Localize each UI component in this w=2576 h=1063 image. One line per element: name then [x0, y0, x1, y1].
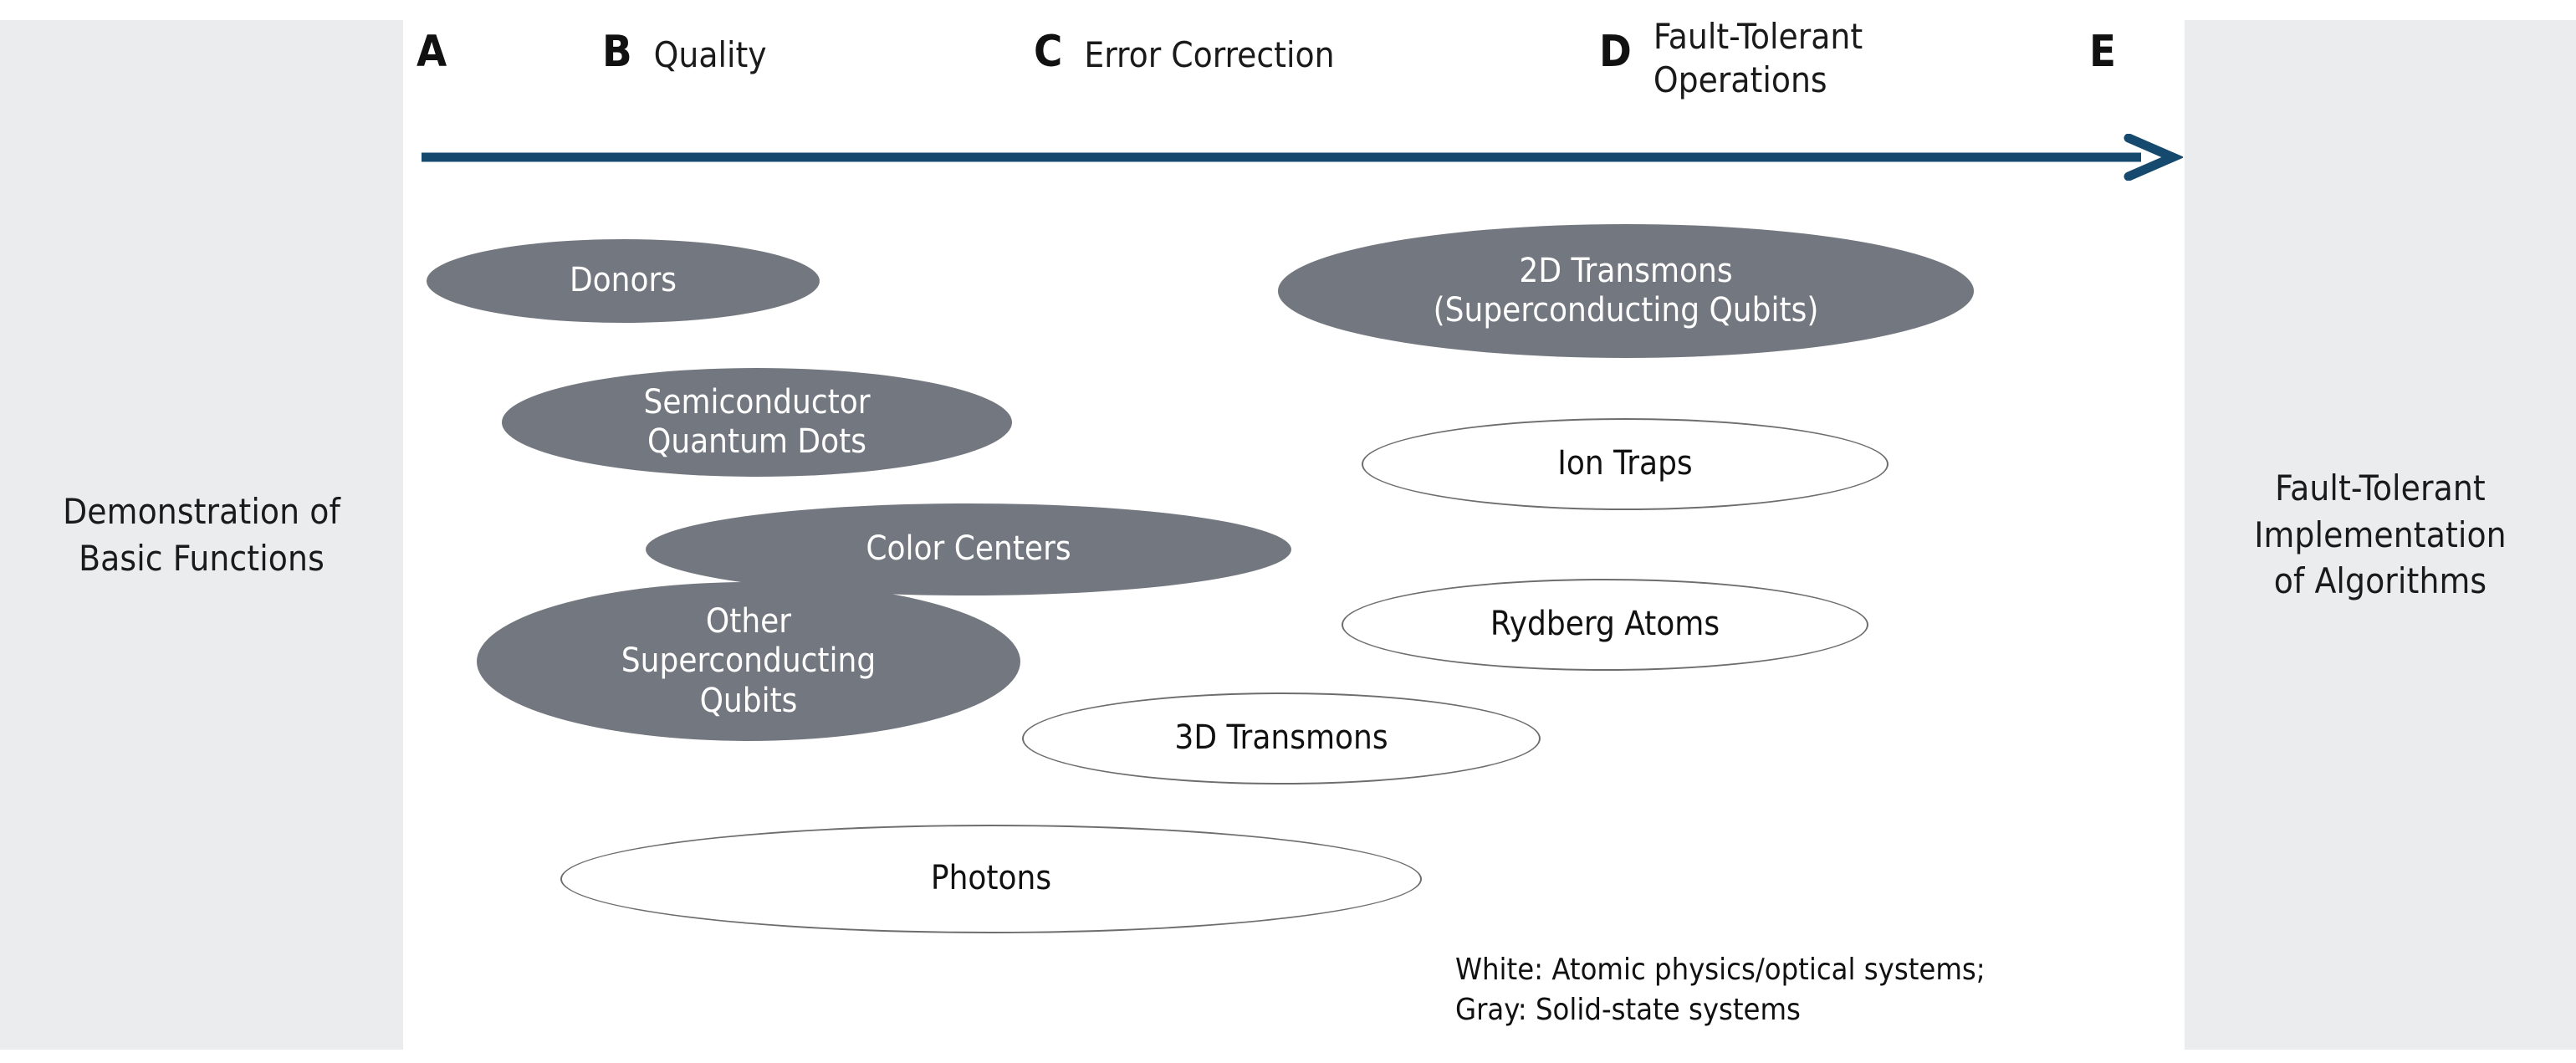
stage-marker-b: B Quality [602, 8, 767, 77]
bubble-rydberg-atoms-label: Rydberg Atoms [1490, 605, 1720, 644]
stage-letter-e: E [2089, 27, 2116, 77]
right-stage-panel: Fault-Tolerant Implementation of Algorit… [2185, 20, 2576, 1050]
right-stage-panel-text: Fault-Tolerant Implementation of Algorit… [2254, 468, 2507, 602]
stage-label-d: Fault-Tolerant Operations [1653, 16, 1863, 101]
legend: White: Atomic physics/optical systems; G… [1455, 953, 1986, 1027]
stage-label-a [447, 8, 468, 33]
stage-marker-c: C Error Correction [1034, 8, 1335, 77]
bubble-3d-transmons[interactable]: 3D Transmons [1022, 692, 1541, 784]
bubble-photons-label: Photons [930, 859, 1052, 898]
bubble-rydberg-atoms[interactable]: Rydberg Atoms [1342, 579, 1868, 671]
bubble-3d-transmons-label: 3D Transmons [1174, 718, 1388, 758]
stage-label-e [2116, 8, 2138, 33]
bubble-photons[interactable]: Photons [560, 825, 1422, 933]
stage-marker-a: A [417, 8, 468, 74]
stage-marker-e: E [2089, 8, 2138, 74]
bubble-2d-transmons-label: 2D Transmons (Superconducting Qubits) [1433, 251, 1819, 330]
stage-letter-b: B [602, 27, 632, 77]
stage-marker-d: D Fault-Tolerant Operations [1599, 8, 1863, 102]
bubble-semiconductor-quantum-dots-label: Semiconductor Quantum Dots [643, 382, 871, 461]
bubble-color-centers-label: Color Centers [866, 529, 1071, 569]
bubble-semiconductor-quantum-dots[interactable]: Semiconductor Quantum Dots [502, 368, 1012, 477]
bubble-color-centers[interactable]: Color Centers [646, 503, 1291, 595]
bubble-donors-label: Donors [569, 261, 677, 300]
bubble-2d-transmons[interactable]: 2D Transmons (Superconducting Qubits) [1278, 224, 1974, 358]
stage-letter-d: D [1599, 27, 1632, 77]
bubble-other-superconducting-qubits-label: Other Superconducting Qubits [621, 602, 877, 720]
bubble-donors[interactable]: Donors [427, 239, 820, 323]
stage-label-b: Quality [653, 34, 767, 75]
bubble-other-superconducting-qubits[interactable]: Other Superconducting Qubits [477, 582, 1020, 741]
bubble-ion-traps-label: Ion Traps [1557, 444, 1693, 483]
stage-letter-a: A [417, 27, 447, 77]
bubble-ion-traps[interactable]: Ion Traps [1362, 418, 1889, 510]
progress-arrow-icon [418, 133, 2185, 181]
left-stage-panel: Demonstration of Basic Functions [0, 20, 403, 1050]
stage-label-c: Error Correction [1084, 34, 1335, 75]
stage-letter-c: C [1034, 27, 1063, 77]
stage-header: A B Quality C Error Correction D Fault-T… [417, 8, 2181, 125]
left-stage-panel-text: Demonstration of Basic Functions [63, 491, 340, 579]
